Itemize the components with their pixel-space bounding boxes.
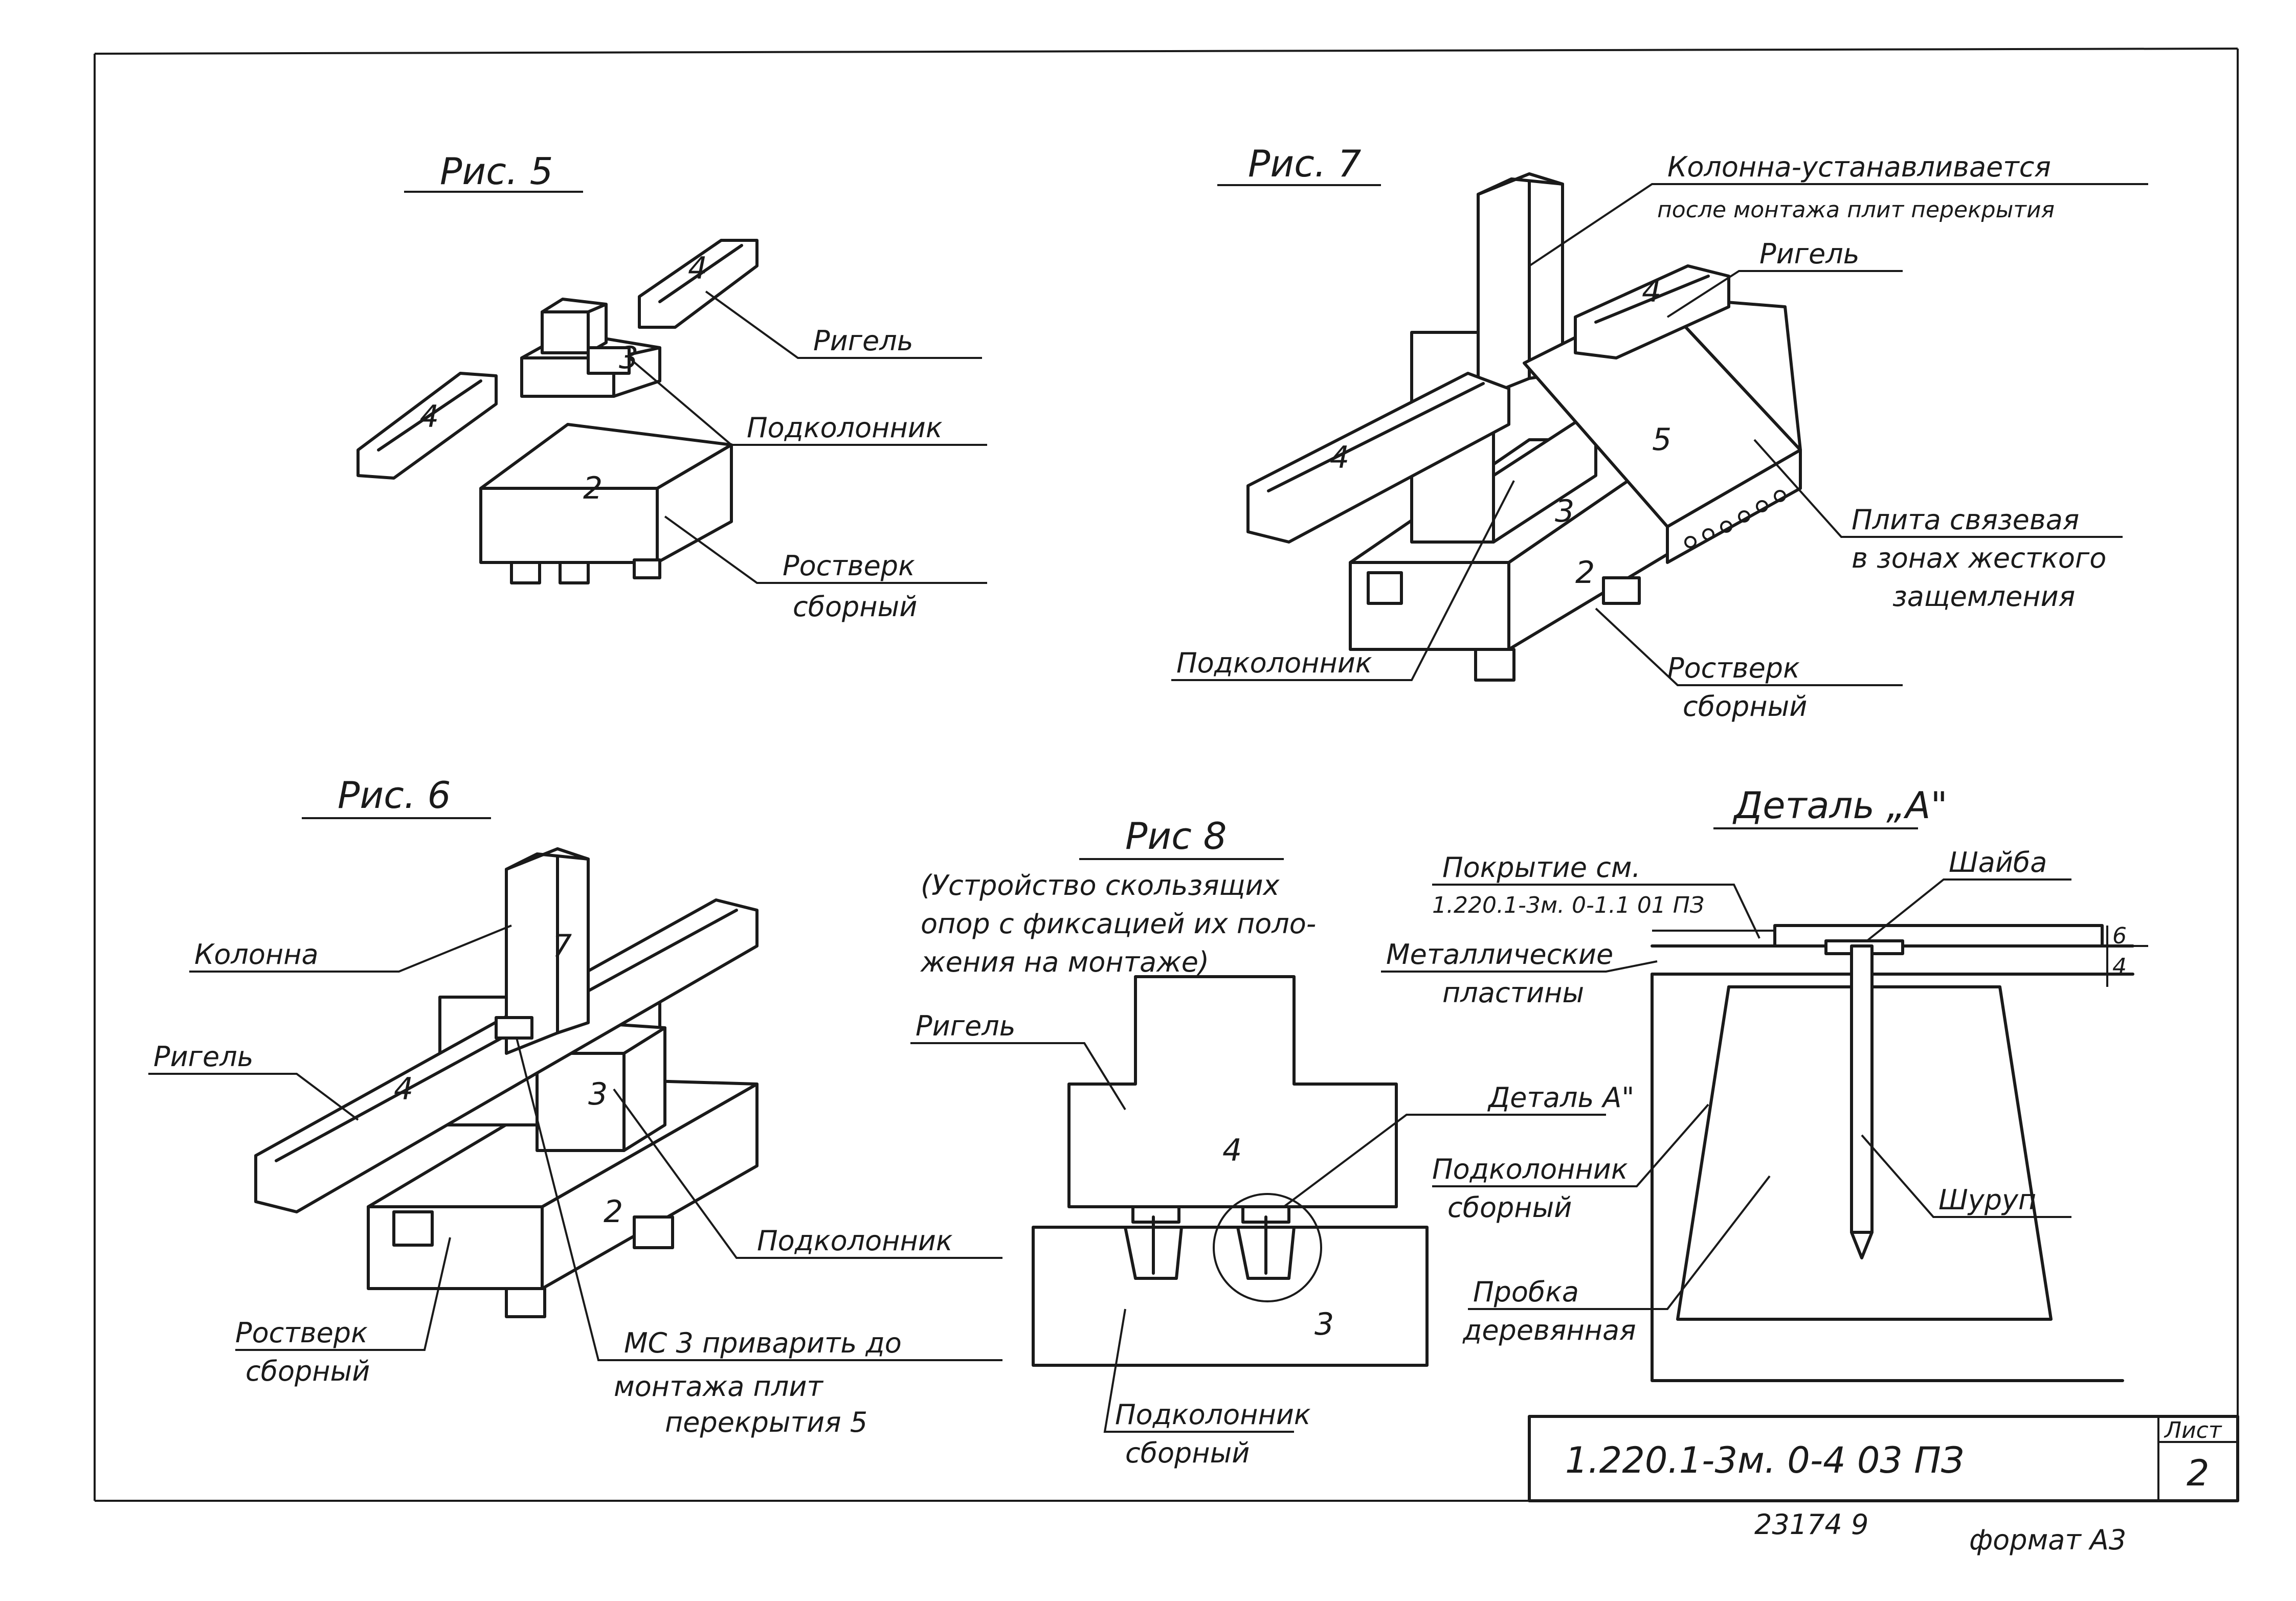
- fig5-podkolonnik: 3: [520, 298, 661, 398]
- detail-a-shurup: [1850, 944, 1874, 1234]
- figure-5: Рис. 5 2 3 4: [356, 150, 987, 623]
- fig5-num-2: 2: [583, 470, 603, 506]
- detail-a-podkolonnik: [1651, 973, 2124, 1382]
- fig6-label-podkolonnik: Подколонник: [757, 1225, 953, 1257]
- fig6-label-rigel: Ригель: [153, 1041, 254, 1073]
- fig8-label-rigel: Ригель: [916, 1010, 1016, 1042]
- fig7-rigel-top: 4: [1574, 264, 1730, 359]
- fig6-label-mc3-3: перекрытия 5: [665, 1406, 867, 1438]
- fig6-label-mc3-2: монтажа плит: [614, 1370, 823, 1403]
- fig6-num-3: 3: [588, 1076, 608, 1112]
- detail-a-dim-6: 6: [2112, 923, 2127, 949]
- fig8-podkolonnik-section: [1032, 1226, 1429, 1367]
- detail-a-label-probka-1: Пробка: [1473, 1276, 1579, 1308]
- detail-a-label-pokrytie-2: 1.220.1-3м. 0-1.1 01 ПЗ: [1432, 892, 1704, 918]
- detail-a-pokrytie: [1773, 924, 2104, 948]
- figure-7: Рис. 7 2 3: [1171, 142, 2148, 723]
- fig7-num-5: 5: [1652, 422, 1671, 458]
- fig5-num-4b: 4: [419, 399, 439, 435]
- fig7-label-plita-1: Плита связевая: [1852, 504, 2079, 536]
- fig8-num-4: 4: [1222, 1133, 1242, 1168]
- fig8-supports: [1124, 1193, 1322, 1302]
- fig7-num-3: 3: [1555, 493, 1574, 529]
- fig7-label-podkolonnik: Подколонник: [1176, 647, 1372, 679]
- detail-a-label-probka-2: деревянная: [1462, 1314, 1636, 1346]
- detail-a-title: Деталь „А": [1732, 784, 1948, 827]
- fig8-note-2: опор с фиксацией их поло-: [921, 908, 1316, 940]
- fig5-rigel-top: 4: [638, 239, 759, 329]
- detail-a-label-shaiba: Шайба: [1949, 846, 2047, 878]
- fig6-num-2: 2: [604, 1194, 623, 1230]
- detail-a-label-pokrytie-1: Покрытие см.: [1442, 851, 1641, 884]
- fig5-label-rostverk-1: Ростверк: [783, 550, 915, 582]
- fig7-num-2: 2: [1575, 555, 1595, 591]
- detail-a: Деталь „А" 6 4 Покрытие см. 1.220.1-3м. …: [1381, 784, 2148, 1382]
- fig5-title: Рис. 5: [440, 150, 553, 193]
- fig5-num-3: 3: [619, 340, 638, 376]
- title-stamp: 1.220.1-3м. 0-4 03 ПЗ Лист 2: [1528, 1415, 2239, 1502]
- fig6-label-kolonna: Колонна: [194, 938, 319, 971]
- fig8-detail-circle: [1213, 1193, 1322, 1302]
- fig5-label-rostverk-2: сборный: [793, 591, 917, 623]
- fig7-num-4a: 4: [1642, 274, 1661, 309]
- fig7-label-kolonna-2: после монтажа плит перекрытия: [1657, 197, 2055, 223]
- detail-a-label-plastiny-2: пластины: [1442, 977, 1584, 1009]
- fig7-label-plita-3: защемления: [1892, 580, 2075, 613]
- fig8-label-podkolonnik-1: Подколонник: [1115, 1399, 1311, 1431]
- fig8-title: Рис 8: [1125, 815, 1227, 858]
- fig5-num-4a: 4: [688, 251, 707, 286]
- footer-format: формат А3: [1969, 1524, 2126, 1556]
- fig8-label-podkolonnik-2: сборный: [1125, 1437, 1250, 1469]
- fig7-title: Рис. 7: [1248, 142, 1362, 185]
- fig6-label-rostverk-1: Ростверк: [235, 1317, 368, 1349]
- fig6-label-rostverk-2: сборный: [246, 1355, 370, 1387]
- fig5-label-podkolonnik: Подколонник: [747, 412, 943, 444]
- fig7-label-kolonna-1: Колонна-устанавливается: [1667, 151, 2051, 183]
- detail-a-label-podkolonnik-1: Подколонник: [1432, 1153, 1628, 1185]
- detail-a-label-plastiny-1: Металлические: [1386, 938, 1613, 971]
- fig7-label-rostverk-1: Ростверк: [1667, 652, 1800, 684]
- fig6-num-4: 4: [394, 1071, 413, 1107]
- fig6-kolonna: 7: [495, 847, 590, 1055]
- fig8-num-3: 3: [1314, 1306, 1334, 1342]
- figure-6: Рис. 6 2 3 4: [148, 774, 1002, 1438]
- detail-a-dim-4: 4: [2112, 954, 2127, 980]
- fig6-num-7: 7: [552, 928, 572, 964]
- fig7-rigel-left: 4: [1246, 372, 1510, 544]
- fig7-label-rigel: Ригель: [1759, 238, 1860, 270]
- fig7-num-4b: 4: [1330, 440, 1349, 476]
- fig6-label-mc3-1: МС 3 приварить до: [624, 1327, 902, 1359]
- stamp-sheet-number: 2: [2187, 1452, 2210, 1494]
- detail-a-label-shurup: Шуруп: [1938, 1184, 2036, 1216]
- detail-a-label-podkolonnik-2: сборный: [1447, 1191, 1572, 1224]
- fig6-title: Рис. 6: [338, 774, 451, 817]
- fig8-note-3: жения на монтаже): [920, 946, 1209, 978]
- fig8-rigel-section: [1067, 975, 1398, 1208]
- fig7-label-plita-2: в зонах жесткого: [1852, 542, 2106, 574]
- fig5-rostverk: 2: [479, 423, 733, 584]
- stamp-code: 1.220.1-3м. 0-4 03 ПЗ: [1565, 1439, 1964, 1481]
- fig5-label-rigel: Ригель: [813, 325, 913, 357]
- footer-inventory: 23174 9: [1754, 1508, 1868, 1541]
- fig8-label-detal: Деталь А": [1487, 1081, 1634, 1114]
- fig7-label-rostverk-2: сборный: [1683, 690, 1807, 723]
- figure-8: Рис 8 (Устройство скользящих опор с фикс…: [910, 815, 1634, 1469]
- fig8-note-1: (Устройство скользящих: [921, 869, 1280, 901]
- fig5-rigel-left: 4: [356, 372, 498, 480]
- stamp-sheet-label: Лист: [2164, 1417, 2222, 1444]
